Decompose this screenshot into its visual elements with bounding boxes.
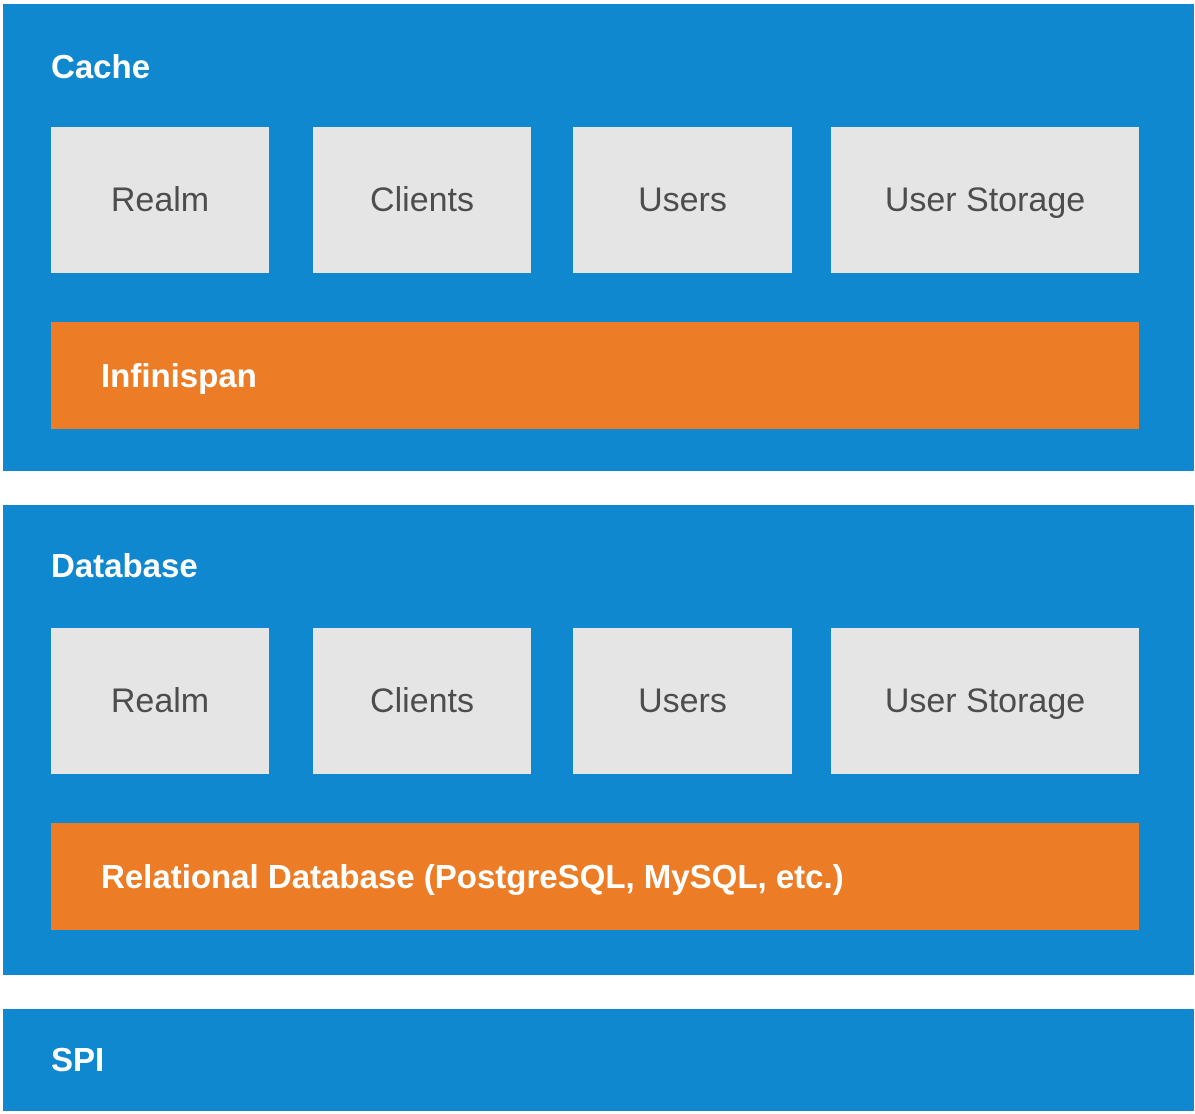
cache-layer-title: Cache	[51, 48, 151, 85]
cache-box-clients: Clients	[313, 127, 531, 273]
database-layer: Database Realm Clients Users User Storag…	[3, 505, 1194, 975]
database-box-user-storage: User Storage	[831, 628, 1139, 774]
database-box-users: Users	[573, 628, 792, 774]
spi-layer-title: SPI	[51, 1041, 105, 1078]
cache-box-realm: Realm	[51, 127, 269, 273]
database-box-realm: Realm	[51, 628, 269, 774]
database-backend-bar: Relational Database (PostgreSQL, MySQL, …	[51, 823, 1139, 930]
cache-box-user-storage: User Storage	[831, 127, 1139, 273]
database-box-clients: Clients	[313, 628, 531, 774]
database-layer-title: Database	[51, 547, 198, 584]
spi-layer: SPI	[3, 1009, 1194, 1111]
cache-box-users: Users	[573, 127, 792, 273]
cache-backend-bar: Infinispan	[51, 322, 1139, 429]
cache-layer: Cache Realm Clients Users User Storage I…	[3, 4, 1194, 471]
